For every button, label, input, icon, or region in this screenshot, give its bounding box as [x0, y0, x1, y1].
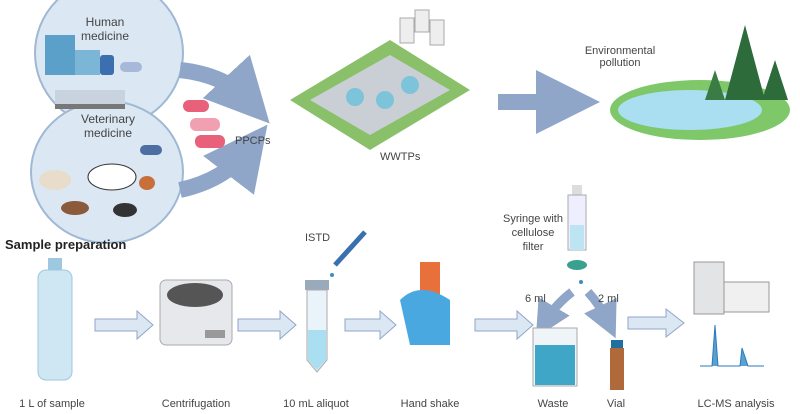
arrow-3	[344, 309, 397, 341]
6ml-label: 6 ml	[525, 293, 546, 305]
hospital-bed-icon	[55, 90, 125, 109]
step-label: 1 L of sample	[19, 398, 85, 410]
syringe-label: Syringe with cellulose filter	[503, 213, 563, 253]
centrifuge-icon	[159, 279, 233, 346]
pill-capsules-icon	[183, 100, 225, 148]
arrow-1	[94, 309, 154, 341]
lake-forest-icon	[610, 25, 790, 140]
step-label: LC-MS analysis	[697, 398, 775, 410]
2ml-label: 2 ml	[598, 293, 619, 305]
pills-icon	[100, 55, 142, 75]
step-label: Hand shake	[400, 398, 460, 410]
step-label: 10 mL aliquot	[283, 398, 349, 410]
hospital-icon	[45, 35, 100, 75]
vial-icon	[610, 340, 624, 390]
veterinary-medicine-label: Veterinary medicine	[80, 112, 136, 140]
wastewater-plant-icon	[290, 9, 470, 150]
ppcps-label: PPCPs	[235, 135, 271, 147]
hand-shake-icon	[400, 262, 450, 345]
syringe-filter-icon	[567, 185, 587, 284]
istd-label: ISTD	[305, 232, 331, 244]
pipette-icon	[330, 230, 367, 277]
step-label: Vial	[606, 398, 626, 410]
environmental-pollution-label: Environmental pollution	[584, 45, 656, 69]
human-medicine-label: Human medicine	[80, 15, 130, 43]
step-label: Centrifugation	[161, 398, 231, 410]
lcms-instrument-icon	[693, 261, 770, 370]
falcon-tube-icon	[305, 280, 329, 373]
animals-icon	[39, 145, 162, 217]
waste-beaker-icon	[532, 327, 578, 387]
arrow-4	[474, 309, 534, 341]
wwtps-label: WWTPs	[380, 151, 421, 163]
bottle-icon	[37, 258, 73, 381]
arrow-5	[627, 307, 685, 339]
arrow-2	[237, 309, 297, 341]
step-label: Waste	[537, 398, 569, 410]
sample-preparation-title: Sample preparation	[5, 237, 127, 252]
